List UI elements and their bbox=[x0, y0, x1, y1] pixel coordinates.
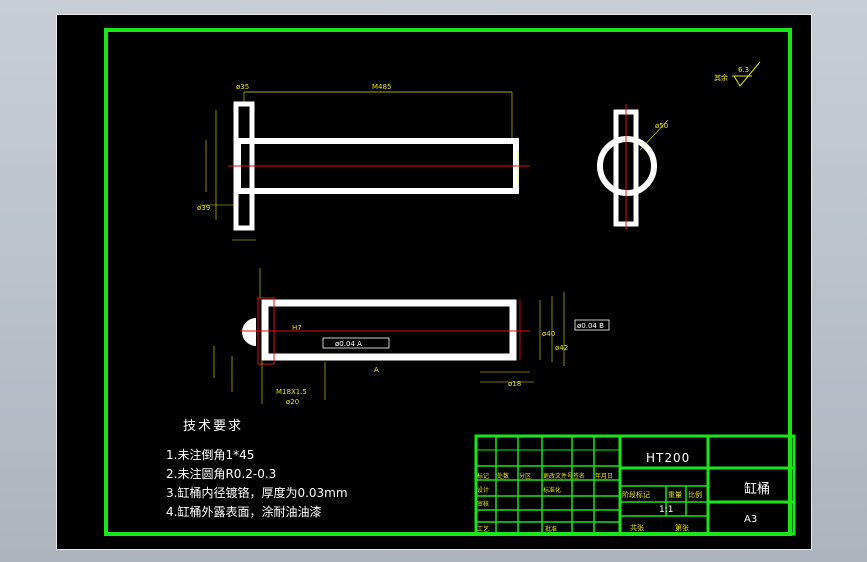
tolerance-box-b: ø0.04 B bbox=[577, 322, 604, 330]
material-label: HT200 bbox=[646, 451, 691, 465]
requirement-3: 3.缸桶内径镀铬，厚度为0.03mm bbox=[166, 486, 348, 500]
dim-dia-top: ø35 bbox=[236, 83, 249, 91]
approval: 批准 bbox=[545, 525, 557, 533]
header-1: 处数 bbox=[497, 472, 509, 480]
side-view-dim: ø50 bbox=[655, 122, 668, 130]
section-view: ø0.04 A ø0.04 B M18X1.5 H7 ø18 ø40 ø42 ø… bbox=[213, 268, 610, 406]
weight-label: 重量 bbox=[668, 491, 682, 499]
drawing-frame bbox=[104, 28, 792, 536]
dim-dia-left: ø39 bbox=[197, 204, 210, 212]
sheets-total: 共张 bbox=[630, 523, 644, 532]
title-block bbox=[474, 434, 796, 536]
dim-d42: ø42 bbox=[555, 344, 568, 352]
fit-label: H7 bbox=[292, 324, 302, 332]
surface-finish-value: 6.3 bbox=[738, 66, 749, 74]
dim-d40: ø40 bbox=[542, 330, 555, 338]
surface-finish-note: 其余 bbox=[714, 73, 728, 82]
scale-value: 1:1 bbox=[659, 505, 674, 515]
tolerance-box-a: ø0.04 A bbox=[335, 340, 362, 348]
datum-label: A bbox=[374, 366, 379, 374]
dim-d18: ø18 bbox=[508, 380, 521, 388]
header-2: 分区 bbox=[519, 472, 531, 480]
scale-label: 比例 bbox=[688, 490, 702, 499]
row-design: 设计 bbox=[477, 486, 489, 494]
row-process: 工艺 bbox=[477, 525, 489, 533]
header-5: 年月日 bbox=[595, 472, 613, 480]
title-block-labels: 标记 处数 分区 更改文件号 签名 年月日 设计 标准化 审核 工艺 批准 阶段… bbox=[477, 472, 702, 533]
side-view: ø50 bbox=[597, 104, 669, 230]
drawing-sheet bbox=[56, 14, 812, 550]
header-0: 标记 bbox=[477, 472, 489, 480]
thread-label: M18X1.5 bbox=[276, 388, 307, 396]
stage-label: 阶段标记 bbox=[622, 490, 650, 499]
technical-requirements-title: 技术要求 bbox=[183, 419, 244, 434]
requirement-1: 1.未注倒角1*45 bbox=[166, 448, 255, 462]
requirement-4: 4.缸桶外露表面，涂耐油油漆 bbox=[166, 505, 322, 519]
row-review: 审核 bbox=[477, 500, 489, 508]
header-4: 签名 bbox=[573, 472, 585, 480]
surface-finish-symbol: 其余 6.3 bbox=[714, 61, 761, 87]
part-name: 缸桶 bbox=[744, 482, 771, 497]
sheet-size: A3 bbox=[744, 514, 758, 525]
standardization: 标准化 bbox=[543, 486, 561, 494]
front-view: M485 ø35 ø39 bbox=[197, 83, 530, 241]
header-3: 更改文件号 bbox=[543, 472, 573, 480]
dim-length: M485 bbox=[372, 83, 391, 91]
dim-d20: ø20 bbox=[286, 398, 299, 406]
requirement-2: 2.未注圆角R0.2-0.3 bbox=[166, 467, 277, 481]
sheet-number: 第张 bbox=[675, 523, 689, 532]
